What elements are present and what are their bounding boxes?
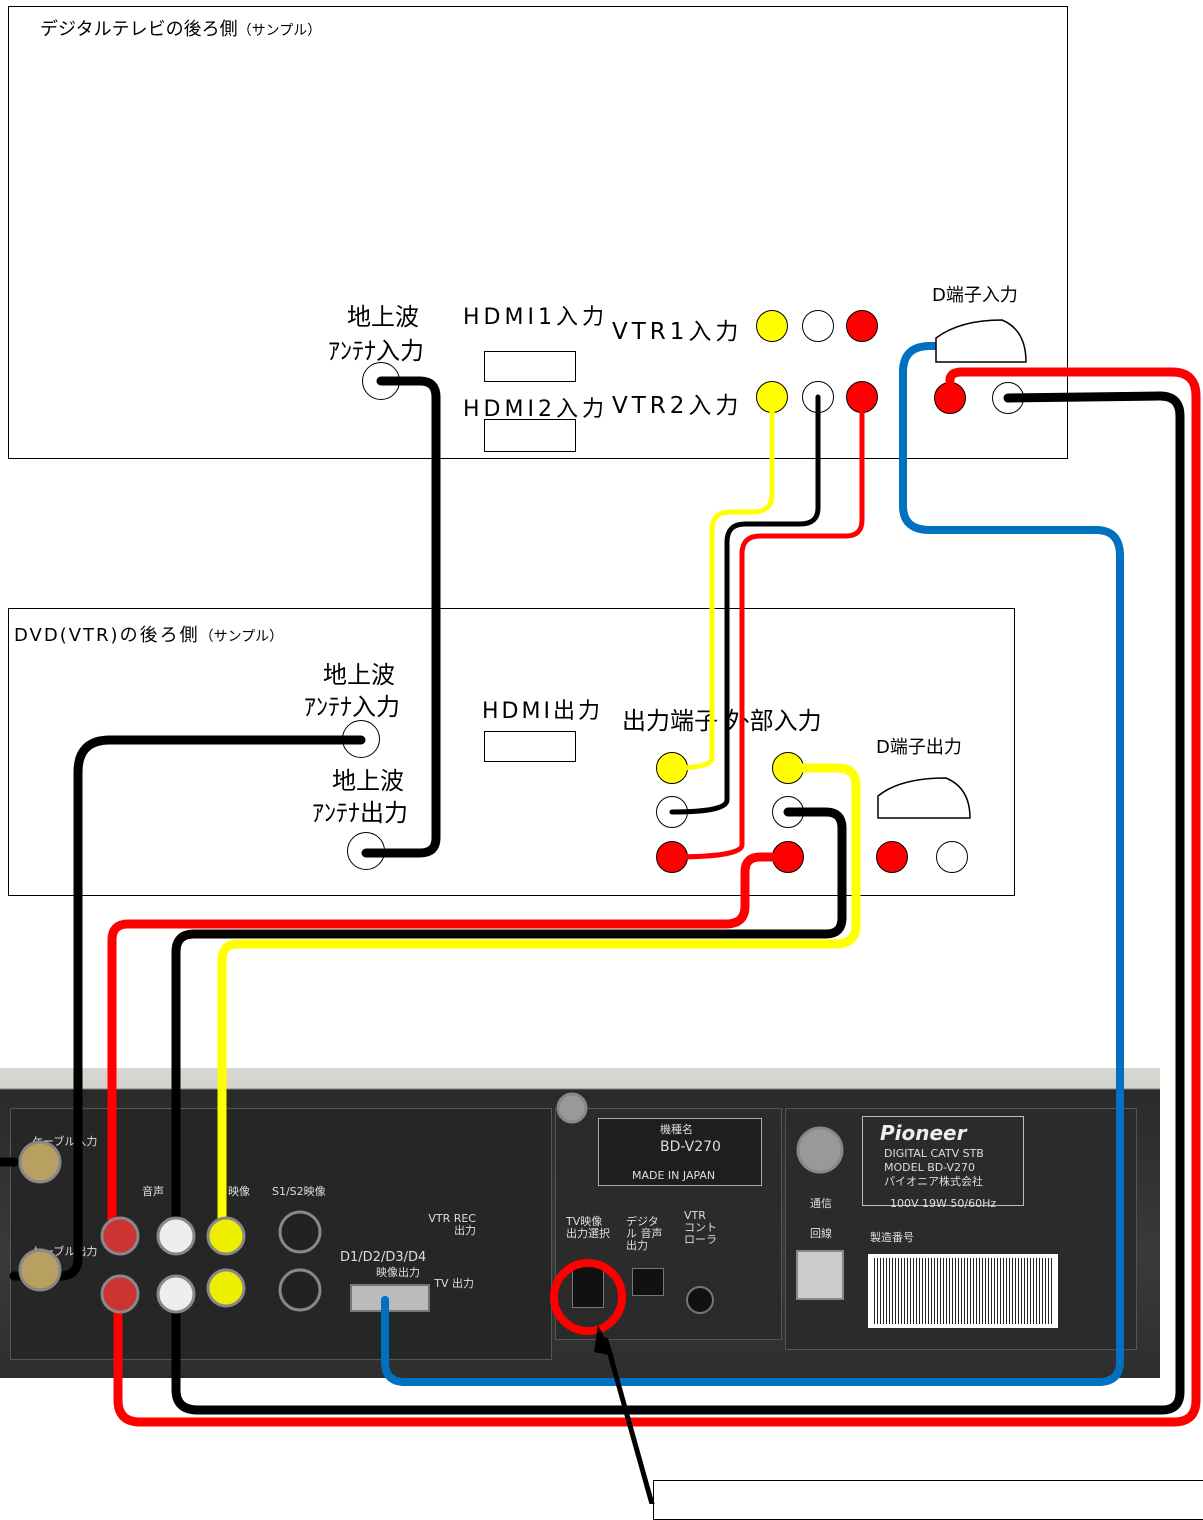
stb-name-label: 機種名 — [660, 1123, 693, 1136]
tv-hdmi2-port — [484, 419, 576, 452]
tv-title-note: （サンプル） — [237, 23, 322, 39]
tv-hdmi2-label: HDMI2入力 — [463, 397, 608, 422]
stb-digital-audio-label: デジタル 音声出力 — [626, 1215, 663, 1253]
cable-vtr2-audio-l — [669, 394, 821, 815]
dvd-d-out-label: D端子出力 — [876, 737, 962, 758]
dvd-hdmi-out-port — [484, 731, 576, 762]
cable-d-audio-l — [171, 391, 1185, 1415]
dvd-antenna-out-line2: ｱﾝﾃﾅ出力 — [312, 799, 408, 827]
stb-video-label: 映像 — [228, 1185, 250, 1198]
cable-vtr2-video — [669, 394, 775, 771]
tv-vtr1-audio-r-jack — [846, 310, 878, 342]
tv-d-in-port — [935, 319, 1027, 363]
tv-antenna-in-label: 地上波 — [345, 303, 419, 331]
dvd-title: DVD(VTR)の後ろ側（サンプル） — [14, 626, 283, 646]
stb-maker: パイオニア株式会社 — [884, 1175, 983, 1188]
tv-vtr2-label: VTR2入力 — [612, 393, 743, 419]
stb-audio-l-jack — [156, 1216, 196, 1256]
tv-vtr1-audio-l-jack — [802, 310, 834, 342]
stb-top-screw — [556, 1092, 588, 1124]
stb-tv-select-switch — [572, 1266, 604, 1308]
stb-jacks — [18, 1092, 844, 1314]
stb-info-plate — [862, 1116, 1024, 1206]
callout-arrow — [603, 1337, 655, 1504]
stb-cable-out-jack — [18, 1248, 62, 1292]
stb-name-value: BD-V270 — [660, 1139, 721, 1155]
cable-dvd-in-audio-r — [107, 852, 793, 1239]
tv-select-highlight-circle — [550, 1259, 626, 1335]
stb-vtr-ctrl-label: VTR コント ローラ — [684, 1209, 717, 1247]
stb-video2-jack — [206, 1268, 246, 1308]
cable-d-blue — [381, 342, 1124, 1386]
dvd-title-text: DVD(VTR)の後ろ側 — [14, 625, 200, 646]
stb-comm-label: 通信 — [810, 1197, 832, 1210]
stb-vtr-rec-label: VTR REC 出力 — [428, 1212, 476, 1238]
dvd-antenna-in-line1: 地上波 — [323, 661, 395, 689]
cable-antenna-tv — [361, 376, 441, 858]
stb-power: 100V 19W 50/60Hz — [890, 1197, 997, 1210]
stb-phone-label: 回線 — [810, 1227, 832, 1240]
callout-arrow-head — [594, 1325, 614, 1356]
stb-name-plate — [598, 1118, 762, 1186]
tv-antenna-in-label2: ｱﾝﾃﾅ入力 — [328, 337, 424, 365]
dvd-d-out-port — [877, 777, 971, 819]
stb-audio-label: 音声 — [142, 1185, 164, 1198]
dvd-antenna-in-line2: ｱﾝﾃﾅ入力 — [304, 693, 400, 721]
cable-d-audio-r — [113, 367, 1201, 1427]
stb-brand: Pioneer — [880, 1121, 967, 1145]
tv-back-panel — [8, 6, 1068, 459]
stb-audio-r-jack — [100, 1216, 140, 1256]
tv-hdmi1-port — [484, 351, 576, 382]
stb-d-video-label: D1/D2/D3/D4 — [340, 1250, 427, 1265]
tv-d-in-label: D端子入力 — [932, 285, 1018, 306]
tv-antenna-in-line1: 地上波 — [347, 303, 419, 331]
stb-tv-out-label: TV 出力 — [434, 1277, 474, 1290]
dvd-hdmi-out-label: HDMI出力 — [482, 699, 603, 724]
dvd-d-audio-r-jack — [876, 841, 908, 873]
tv-title-text: デジタルテレビの後ろ側 — [40, 19, 238, 40]
stb-phone-jack — [796, 1250, 844, 1300]
stb-tv-select-label: TV映像 出力選択 — [566, 1215, 610, 1241]
cable-dvd-in-video — [217, 763, 861, 1239]
stb-audio-r2-jack — [100, 1274, 140, 1314]
dvd-title-note: （サンプル） — [199, 629, 284, 645]
stb-s-video1-jack — [278, 1210, 322, 1254]
stb-barcode-label — [868, 1254, 1058, 1328]
stb-digital-audio-port — [632, 1268, 664, 1296]
dvd-out-ext-label: 出力端子 外部入力 — [622, 707, 822, 735]
stb-video-jack — [206, 1216, 246, 1256]
stb-s-video-label: S1/S2映像 — [272, 1185, 326, 1198]
tv-vtr1-label: VTR1入力 — [612, 319, 743, 345]
dvd-d-audio-l-jack — [936, 841, 968, 873]
stb-model-line2: MODEL BD-V270 — [884, 1161, 976, 1174]
tv-title: デジタルテレビの後ろ側（サンプル） — [40, 20, 321, 40]
stb-made-in: MADE IN JAPAN — [632, 1169, 716, 1182]
stb-d-video-port — [350, 1284, 430, 1312]
stb-d-video-sub-label: 映像出力 — [376, 1266, 420, 1279]
dvd-antenna-out-line1: 地上波 — [332, 767, 404, 795]
stb-comm-screw — [796, 1126, 844, 1174]
stb-audio-l2-jack — [156, 1274, 196, 1314]
stb-model-line1: DIGITAL CATV STB — [884, 1147, 984, 1160]
stb-s-video2-jack — [278, 1268, 322, 1312]
cable-antenna-stb — [9, 735, 366, 1281]
cable-dvd-in-audio-l — [171, 807, 847, 1239]
tv-hdmi1-label: HDMI1入力 — [463, 305, 608, 330]
stb-cable-in-jack — [18, 1140, 62, 1184]
stb-serial-label: 製造番号 — [870, 1231, 914, 1244]
cable-vtr2-audio-r — [669, 394, 865, 860]
tv-vtr1-video-jack — [756, 310, 788, 342]
stb-vtr-ctrl-jack — [686, 1286, 714, 1314]
